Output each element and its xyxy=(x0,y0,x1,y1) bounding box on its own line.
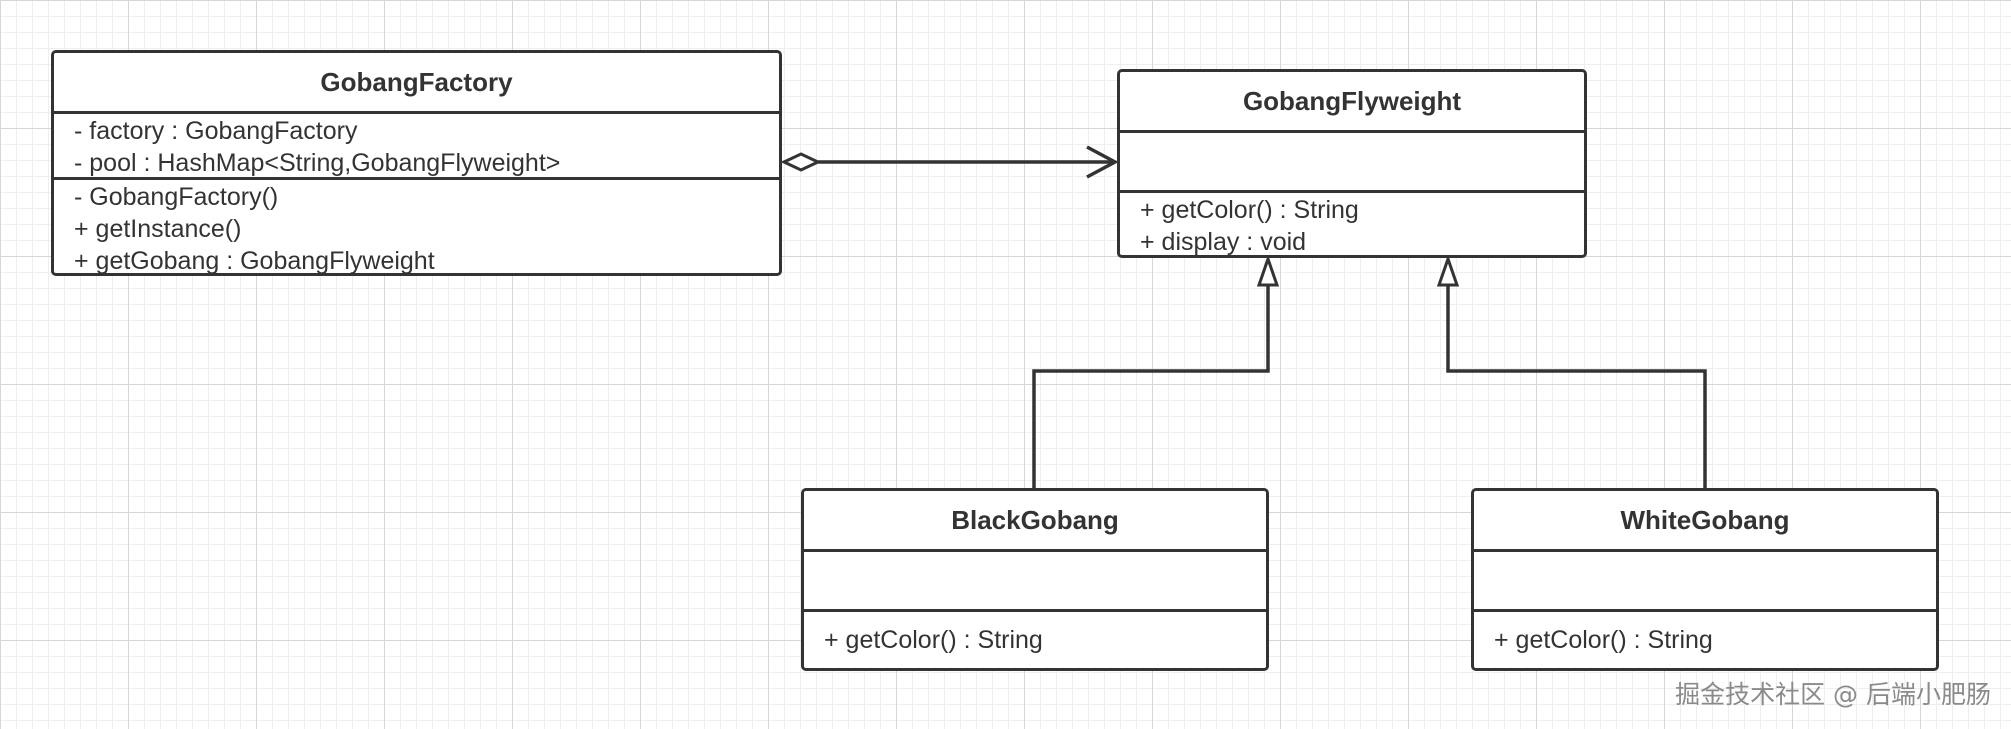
class-black-gobang[interactable]: BlackGobang + getColor() : String xyxy=(801,488,1269,671)
method: + getColor() : String xyxy=(1494,626,1713,654)
generalization-white-line xyxy=(1446,285,1707,488)
attributes-section xyxy=(1120,133,1584,193)
class-name: GobangFlyweight xyxy=(1120,72,1584,133)
attribute: - factory : GobangFactory xyxy=(74,117,358,145)
method: + getColor() : String xyxy=(1140,196,1359,224)
aggregation-connector[interactable] xyxy=(780,145,1119,179)
watermark: 掘金技术社区 @ 后端小肥肠 xyxy=(1675,680,1991,709)
aggregation-arrowhead xyxy=(1086,145,1119,179)
class-name: BlackGobang xyxy=(804,491,1266,552)
methods-section: - GobangFactory() + getInstance() + getG… xyxy=(54,180,779,273)
method: + getColor() : String xyxy=(824,626,1043,654)
generalization-white-triangle xyxy=(1436,254,1460,287)
method: - GobangFactory() xyxy=(74,183,279,211)
generalization-black-line xyxy=(1032,285,1270,488)
attributes-section xyxy=(1474,552,1936,612)
class-white-gobang[interactable]: WhiteGobang + getColor() : String xyxy=(1471,488,1939,671)
attributes-section: - factory : GobangFactory - pool : HashM… xyxy=(54,114,779,180)
aggregation-diamond xyxy=(780,152,822,172)
attributes-section xyxy=(804,552,1266,612)
generalization-black-triangle xyxy=(1256,254,1280,287)
methods-section: + getColor() : String xyxy=(1474,612,1936,668)
method: + getGobang : GobangFlyweight xyxy=(74,247,435,275)
generalization-black-connector[interactable] xyxy=(1032,254,1280,488)
generalization-white-connector[interactable] xyxy=(1436,254,1707,488)
class-name: WhiteGobang xyxy=(1474,491,1936,552)
methods-section: + getColor() : String xyxy=(804,612,1266,668)
methods-section: + getColor() : String + display : void xyxy=(1120,193,1584,255)
class-gobang-factory[interactable]: GobangFactory - factory : GobangFactory … xyxy=(51,50,782,276)
method: + getInstance() xyxy=(74,215,242,243)
method: + display : void xyxy=(1140,228,1307,256)
class-gobang-flyweight[interactable]: GobangFlyweight + getColor() : String + … xyxy=(1117,69,1587,258)
class-name: GobangFactory xyxy=(54,53,779,114)
attribute: - pool : HashMap<String,GobangFlyweight> xyxy=(74,149,561,177)
